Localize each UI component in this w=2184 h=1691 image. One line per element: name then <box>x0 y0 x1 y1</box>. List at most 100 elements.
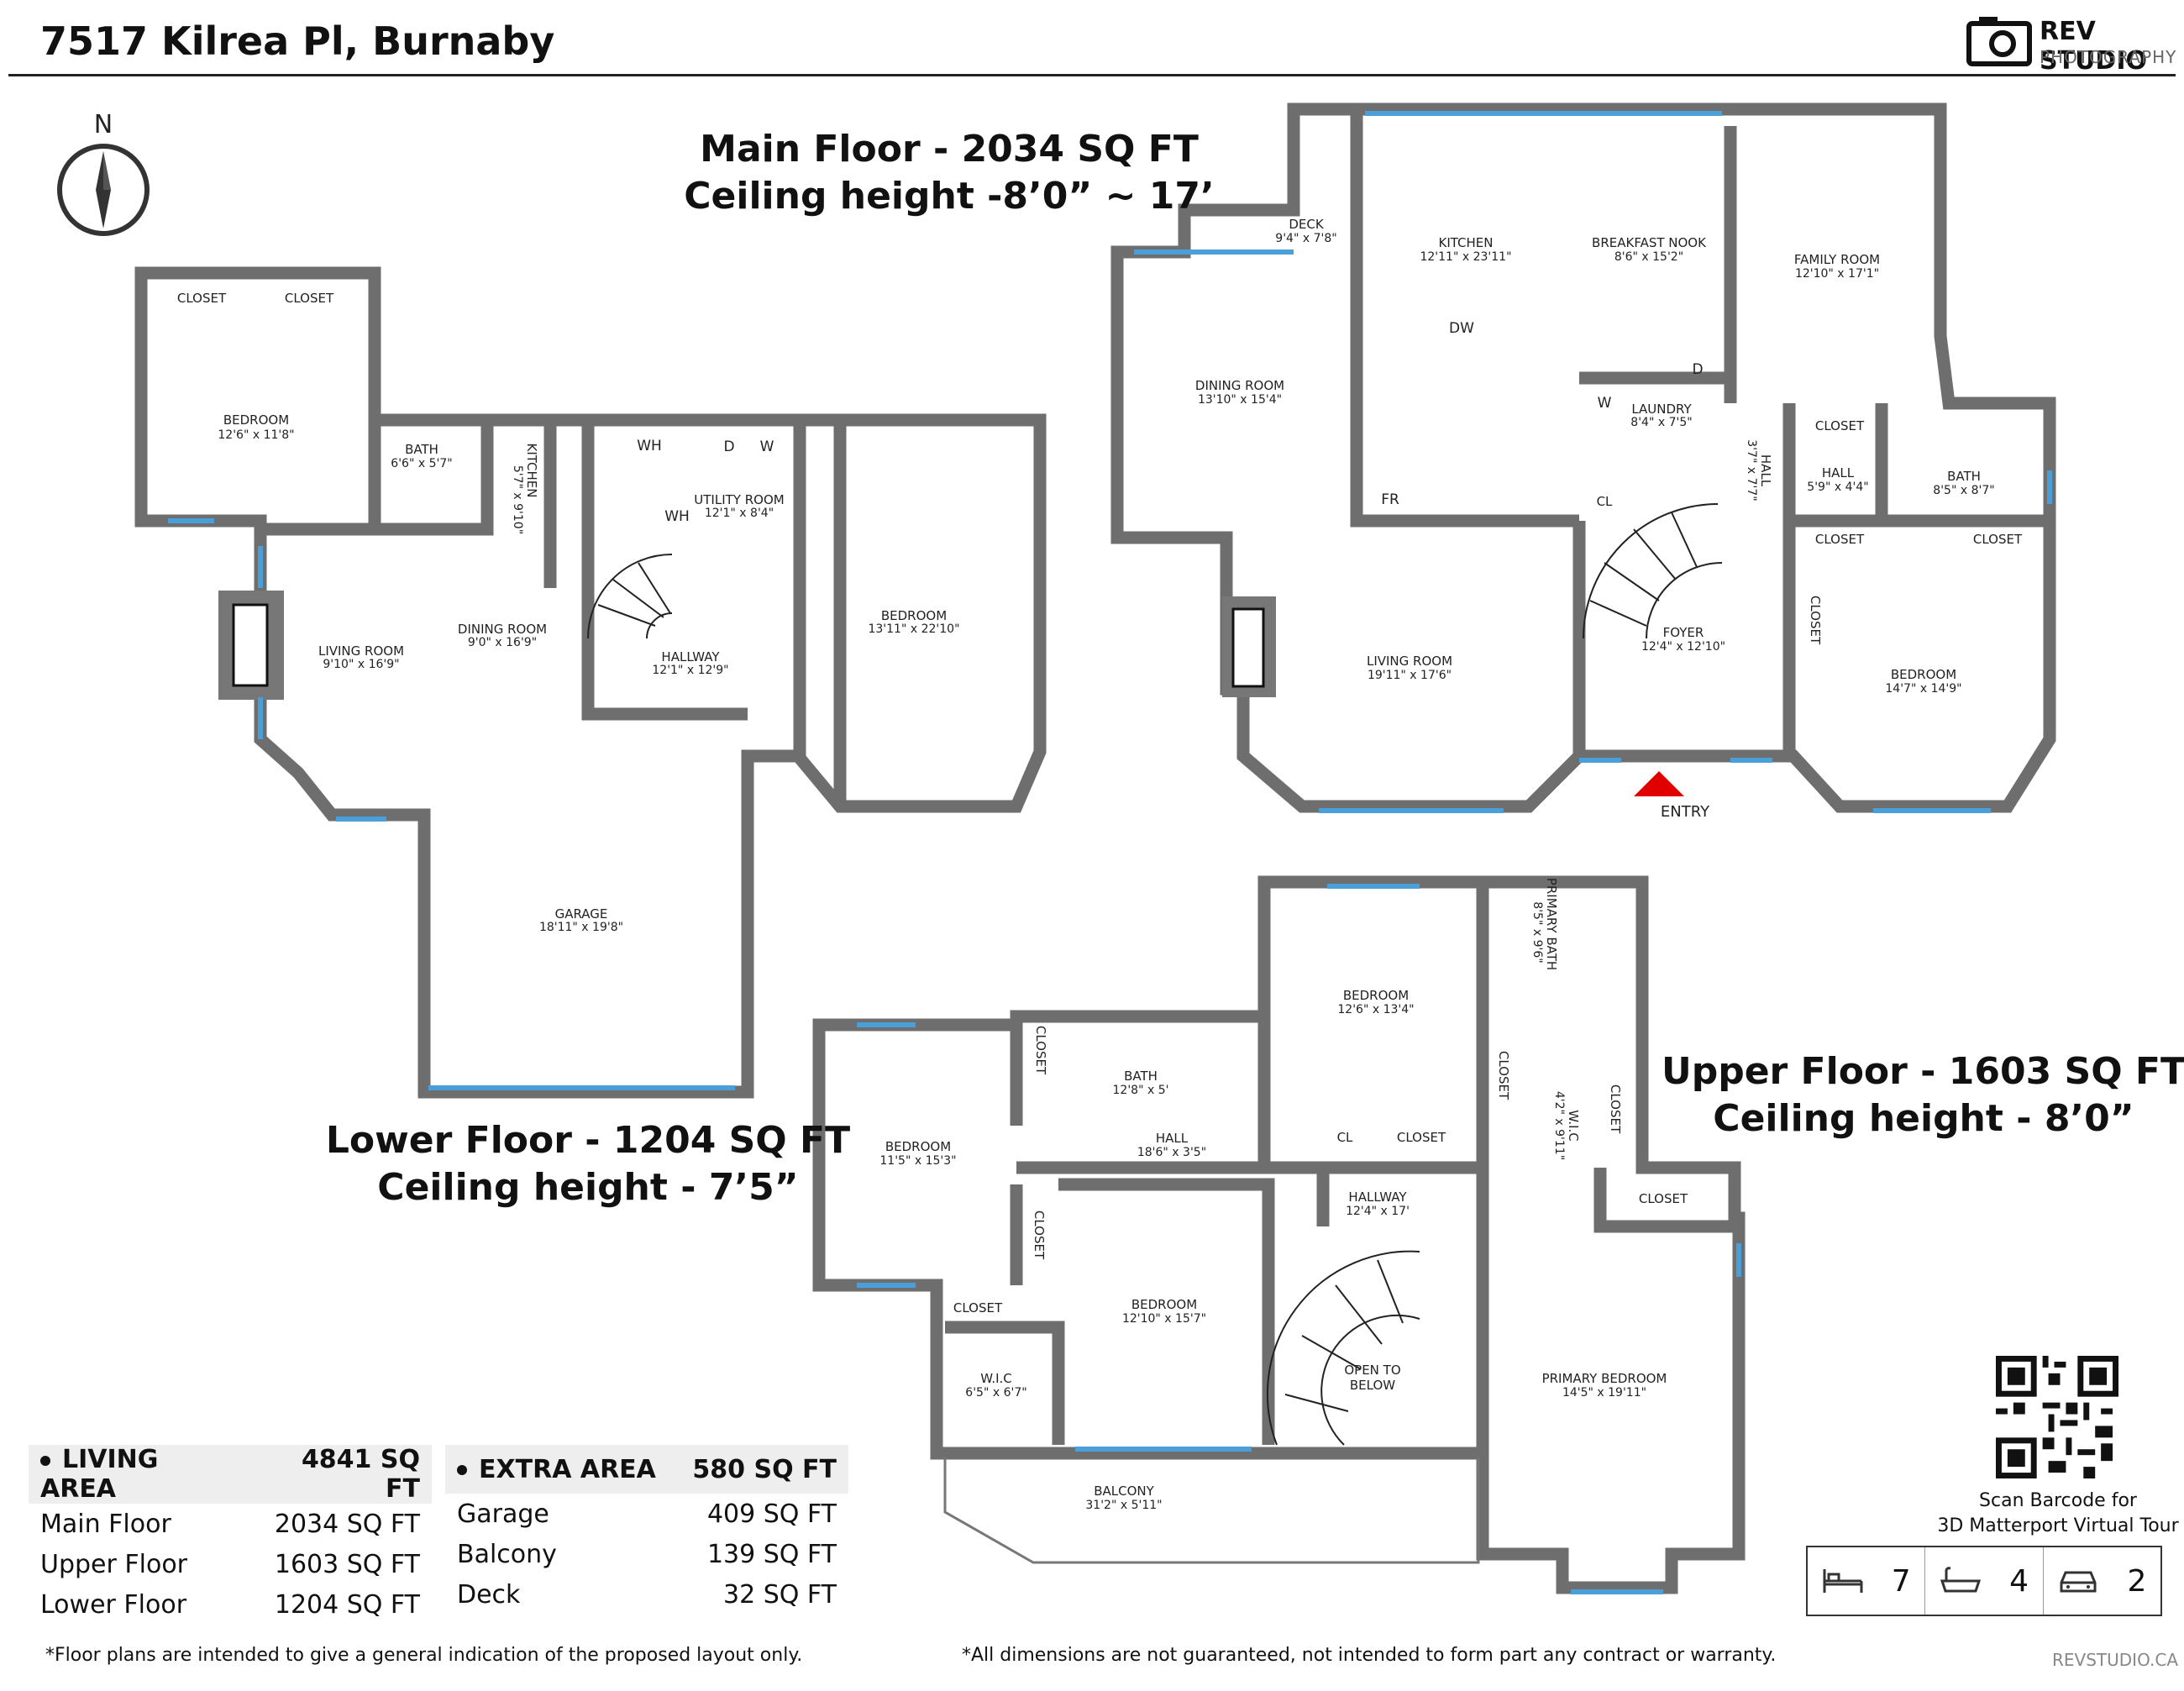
fridge-label: FR <box>1381 491 1399 508</box>
room-dim: 19'11" x 17'6" <box>1368 669 1452 682</box>
room-dim: 13'10" x 15'4" <box>1198 393 1282 407</box>
camera-icon <box>1966 17 2032 66</box>
balcony-outline <box>943 1457 1480 1564</box>
room-label: LIVING ROOM <box>318 643 404 659</box>
entry-label: ENTRY <box>1661 803 1710 821</box>
room-dim: 4'2" x 9'11" <box>1552 1091 1566 1160</box>
room-label: BEDROOM <box>1343 988 1409 1003</box>
room-label: BATH <box>405 442 438 457</box>
room-dim: 12'1" x 12'9" <box>652 664 728 677</box>
room-label: CLOSET <box>1496 1051 1511 1100</box>
room-dim: 6'6" x 5'7" <box>391 457 452 470</box>
room-label: UTILITY ROOM <box>694 492 784 507</box>
room-label: DINING ROOM <box>1195 378 1284 393</box>
room-dim: 18'11" x 19'8" <box>539 921 623 934</box>
entry-arrow-icon <box>1634 771 1684 796</box>
room-dim: 14'5" x 19'11" <box>1562 1386 1646 1400</box>
logo-subtitle: PHOTOGRAPHY <box>2040 47 2177 67</box>
room-dim: 12'4" x 12'10" <box>1641 640 1725 654</box>
living-area-heading: LIVING AREA <box>40 1445 159 1504</box>
room-label: CLOSET <box>953 1300 1003 1316</box>
logo-name: REV STUDIO <box>2040 17 2147 76</box>
room-dim: 12'11" x 23'11" <box>1420 250 1511 264</box>
room-dim: 13'11" x 22'10" <box>868 622 959 636</box>
extra-area-heading: EXTRA AREA <box>479 1454 656 1484</box>
room-label: CLOSET <box>1973 532 2023 547</box>
room-label: OPEN TO <box>1344 1363 1400 1378</box>
footer-note-right: *All dimensions are not guaranteed, not … <box>962 1645 1777 1666</box>
room-label: CLOSET <box>1808 596 1823 645</box>
room-label: CLOSET <box>1639 1191 1688 1206</box>
room-label: FAMILY ROOM <box>1794 252 1880 267</box>
bedroom-count: 7 <box>1891 1563 1911 1599</box>
room-label: PRIMARY BATH <box>1544 878 1559 970</box>
footer-site-link[interactable]: REVSTUDIO.CA <box>2052 1650 2178 1670</box>
room-label: CLOSET <box>1815 418 1865 433</box>
room-label: BATH <box>1947 469 1981 484</box>
room-label: KITCHEN <box>1439 235 1494 250</box>
upper-stairs <box>1266 1250 1420 1446</box>
footer-note-left: *Floor plans are intended to give a gene… <box>45 1645 803 1666</box>
room-label: HALLWAY <box>661 649 720 664</box>
room-label: HALL <box>1156 1131 1189 1146</box>
room-label: BALCONY <box>1094 1484 1154 1499</box>
room-dim: 12'10" x 17'1" <box>1795 267 1879 281</box>
property-stats: 7 4 2 <box>1806 1546 2162 1616</box>
dryer-label: D <box>723 439 734 455</box>
room-label: DECK <box>1289 217 1325 232</box>
room-dim: 5'7" x 9'10" <box>511 465 524 534</box>
compass-icon: N <box>57 110 150 236</box>
upper-room-labels: BEDROOM 12'6" x 13'4" PRIMARY BATH 8'5" … <box>879 878 1688 1512</box>
room-dim: 12'8" x 5' <box>1113 1084 1169 1097</box>
room-label: CLOSET <box>1608 1084 1623 1134</box>
room-dim: 8'4" x 7'5" <box>1630 416 1692 429</box>
room-dim: 12'10" x 15'7" <box>1122 1312 1206 1326</box>
lower-windows <box>168 518 735 1090</box>
room-label: W.I.C <box>980 1371 1012 1386</box>
room-label: CLOSET <box>1815 532 1865 547</box>
extra-area-total: 580 SQ FT <box>675 1445 848 1494</box>
room-dim: 11'5" x 15'3" <box>879 1154 956 1168</box>
page-title: 7517 Kilrea Pl, Burnaby <box>40 18 555 64</box>
room-label: BATH <box>1124 1069 1158 1084</box>
room-dim: 12'1" x 8'4" <box>705 507 774 520</box>
compass-north-label: N <box>94 110 113 139</box>
room-label: CLOSET <box>1397 1130 1446 1145</box>
room-label: CLOSET <box>177 291 227 306</box>
lower-room-labels: CLOSET CLOSET BEDROOM 12'6" x 11'8" BATH… <box>177 291 960 934</box>
room-label: CLOSET <box>1033 1026 1048 1075</box>
living-area-total: 4841 SQ FT <box>249 1445 432 1504</box>
room-label: BEDROOM <box>223 412 289 428</box>
dryer-label: D <box>1692 361 1703 378</box>
main-floor-plan <box>1110 102 2056 813</box>
room-label: CL <box>1337 1130 1353 1145</box>
room-dim: 12'6" x 13'4" <box>1337 1003 1414 1016</box>
room-label: CL <box>1597 494 1613 509</box>
room-dim: 8'6" x 15'2" <box>1614 250 1683 264</box>
room-dim: 12'4" x 17' <box>1346 1205 1410 1218</box>
room-label: LAUNDRY <box>1631 402 1692 417</box>
main-windows <box>1134 111 2052 813</box>
room-dim: 3'7" x 7'7" <box>1745 439 1758 501</box>
room-label: BELOW <box>1350 1378 1395 1393</box>
qr-code[interactable] <box>1996 1356 2118 1478</box>
upper-floor-title: Upper Floor - 1603 SQ FT Ceiling height … <box>1661 1050 2184 1140</box>
header-divider <box>8 74 2176 76</box>
room-label: HALL <box>1822 465 1855 481</box>
room-label: GARAGE <box>555 906 608 922</box>
washer-label: W <box>1598 395 1612 412</box>
bed-icon <box>1823 1569 1863 1593</box>
room-label: DINING ROOM <box>458 622 547 637</box>
room-dim: 9'0" x 16'9" <box>468 636 537 649</box>
lower-stairs <box>587 554 673 639</box>
upper-windows <box>857 884 1741 1594</box>
room-dim: 31'2" x 5'11" <box>1085 1499 1162 1512</box>
upper-floor-plan <box>812 875 1746 1594</box>
main-stairs <box>1583 503 1723 639</box>
washer-label: W <box>760 439 774 455</box>
room-label: BREAKFAST NOOK <box>1592 235 1707 250</box>
